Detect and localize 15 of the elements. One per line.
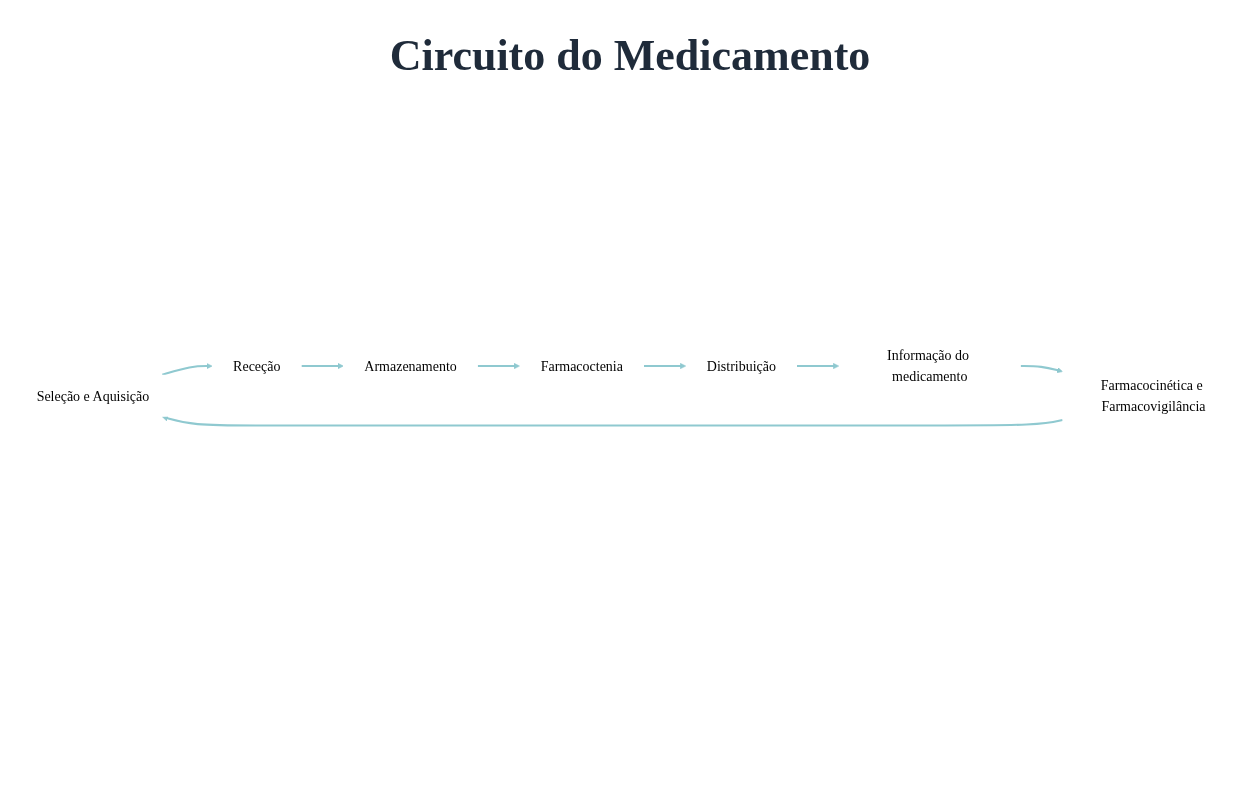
arrow <box>643 363 687 370</box>
arrow <box>796 363 840 370</box>
node-text: Seleção e Aquisição <box>36 388 150 404</box>
node-text: Receção <box>233 358 281 374</box>
arrow <box>161 363 213 376</box>
arrow <box>477 363 520 370</box>
node-text: Armazenamento <box>364 358 457 374</box>
node-text: Distribuição <box>706 358 776 374</box>
arrow <box>301 363 344 370</box>
diagram-title: Circuito do Medicamento <box>388 30 872 81</box>
node-text: Informação do medicamento <box>887 347 969 385</box>
arrow <box>162 415 1063 427</box>
node-text: Farmacocinética e Farmacovigilância <box>1100 377 1206 415</box>
arrow <box>1020 365 1063 374</box>
node-text: Farmacoctenia <box>540 358 623 374</box>
